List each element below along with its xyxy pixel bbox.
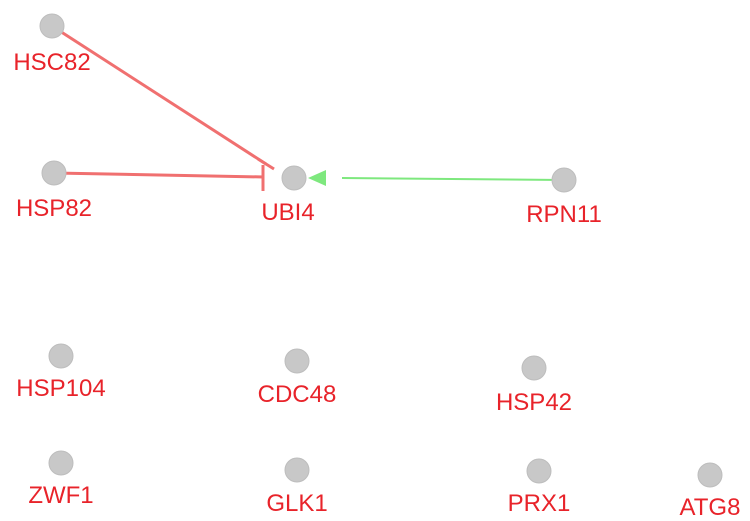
inhibition-edge-line — [51, 24, 267, 166]
node-hsp104[interactable]: HSP104 — [16, 343, 106, 402]
node-circle[interactable] — [48, 343, 74, 369]
node-circle[interactable] — [284, 348, 310, 374]
inhibition-edge-line — [53, 171, 265, 179]
arrowhead-icon — [308, 170, 326, 186]
node-hsc82[interactable]: HSC82 — [13, 13, 91, 76]
node-rpn11[interactable]: RPN11 — [526, 167, 602, 228]
edge-rpn11-ubi4 — [308, 170, 565, 186]
node-label: UBI4 — [261, 199, 314, 226]
node-circle[interactable] — [39, 13, 65, 39]
node-circle[interactable] — [281, 165, 307, 191]
edge-hsc82-ubi4 — [51, 24, 275, 171]
node-label: CDC48 — [258, 381, 337, 408]
node-label: ZWF1 — [28, 482, 93, 509]
node-circle[interactable] — [521, 355, 547, 381]
node-prx1[interactable]: PRX1 — [508, 458, 571, 517]
node-circle[interactable] — [551, 167, 577, 193]
node-label: HSP82 — [16, 195, 92, 222]
edge-hsp82-ubi4 — [53, 165, 265, 191]
node-hsp82[interactable]: HSP82 — [16, 160, 92, 222]
node-label: HSC82 — [13, 49, 90, 76]
node-label: RPN11 — [526, 201, 602, 228]
node-atg8[interactable]: ATG8 — [680, 462, 741, 521]
node-hsp42[interactable]: HSP42 — [496, 355, 572, 416]
edges-layer — [51, 24, 565, 191]
node-ubi4[interactable]: UBI4 — [261, 165, 315, 226]
node-glk1[interactable]: GLK1 — [266, 457, 328, 517]
node-cdc48[interactable]: CDC48 — [258, 348, 337, 408]
node-circle[interactable] — [526, 458, 552, 484]
activation-edge-line — [341, 177, 565, 181]
node-label: ATG8 — [680, 494, 741, 521]
node-label: PRX1 — [508, 490, 571, 517]
node-circle[interactable] — [48, 450, 74, 476]
node-label: HSP42 — [496, 389, 572, 416]
node-label: GLK1 — [266, 490, 327, 517]
inhibition-bar-icon — [257, 157, 275, 171]
node-circle[interactable] — [284, 457, 310, 483]
node-zwf1[interactable]: ZWF1 — [28, 450, 94, 509]
node-label: HSP104 — [16, 375, 105, 402]
node-circle[interactable] — [697, 462, 723, 488]
node-circle[interactable] — [41, 160, 67, 186]
